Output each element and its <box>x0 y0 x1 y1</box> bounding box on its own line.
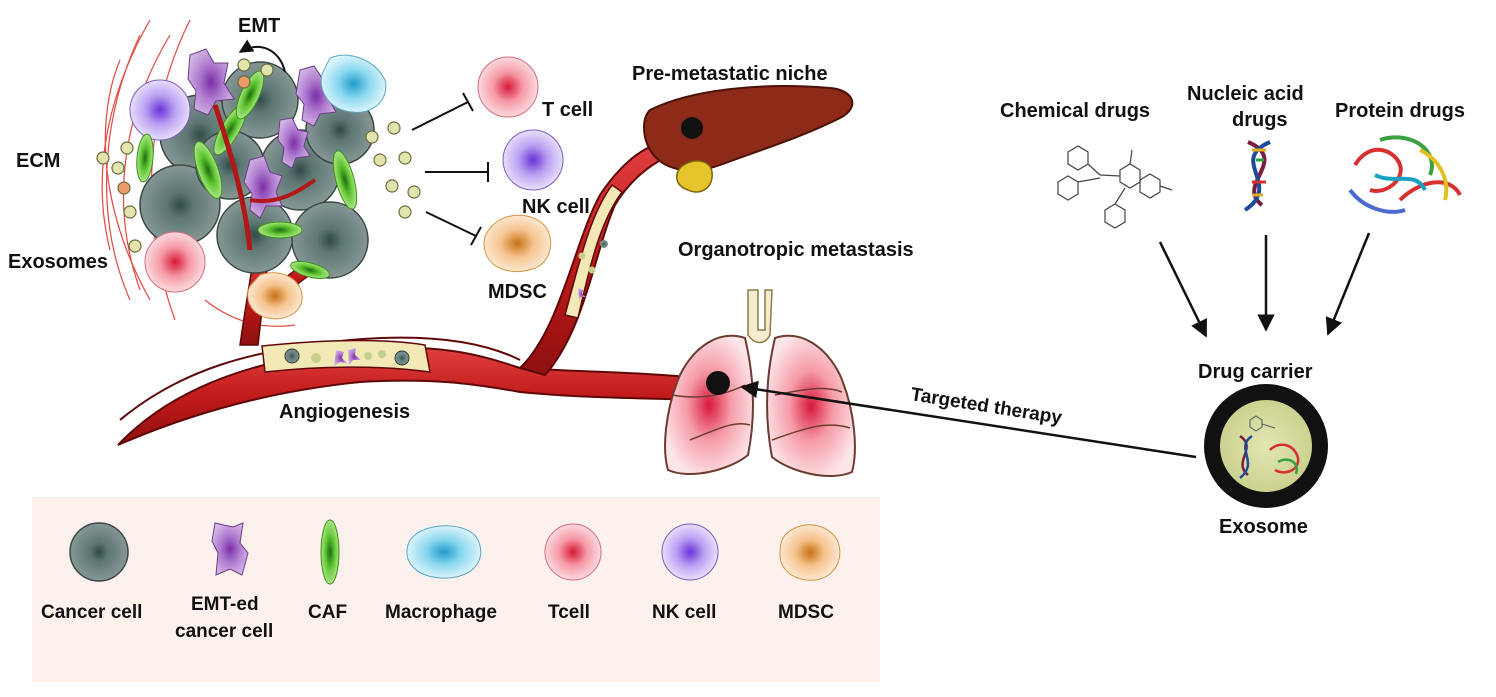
legend-label-cancer-cell: Cancer cell <box>41 602 142 623</box>
targeted-therapy-label: Targeted therapy <box>909 384 1064 429</box>
mdsc-icon <box>483 214 552 272</box>
tumor-mass <box>129 48 387 320</box>
legend-emt-cell-icon <box>211 522 249 576</box>
legend-macrophage-icon <box>406 525 482 579</box>
chemical-drug-icon <box>1057 145 1173 229</box>
legend-label-nk-cell: NK cell <box>652 602 716 623</box>
legend-label-caf: CAF <box>308 602 347 623</box>
legend-caf-icon <box>320 519 340 585</box>
t-cell-label: T cell <box>542 99 593 121</box>
legend-panel <box>32 497 880 682</box>
legend-label-emt-line2: cancer cell <box>175 621 273 642</box>
emt-arrow <box>238 39 286 73</box>
legend-label-tcell: Tcell <box>548 602 590 623</box>
nucleic-acid-label-line2: drugs <box>1232 109 1288 131</box>
chemical-drugs-label: Chemical drugs <box>1000 100 1150 122</box>
inhibition-lines <box>411 92 489 246</box>
pre-metastatic-niche-label: Pre-metastatic niche <box>632 63 828 85</box>
exosome-carrier-icon <box>1204 384 1328 508</box>
nk-cell-label: NK cell <box>522 196 590 218</box>
t-cell-icon <box>477 56 539 118</box>
legend-icons <box>69 519 841 585</box>
legend-t-cell-icon <box>544 523 602 581</box>
lungs-icon <box>664 289 856 478</box>
ecm-label: ECM <box>16 150 60 172</box>
legend-label-macrophage: Macrophage <box>385 602 497 623</box>
exosome-vesicles <box>96 58 421 253</box>
emt-label: EMT <box>238 15 280 37</box>
legend-cancer-cell-icon <box>69 522 129 582</box>
targeted-therapy-arrow <box>740 380 1197 459</box>
protein-drug-icon <box>1348 135 1462 214</box>
legend-label-mdsc: MDSC <box>778 602 834 623</box>
exosome-label: Exosome <box>1219 516 1308 538</box>
drug-arrows <box>1158 232 1371 338</box>
nucleic-acid-drug-icon <box>1243 140 1271 212</box>
legend-label-emt-line1: EMT-ed <box>191 594 259 615</box>
nk-cell-icon <box>502 129 564 191</box>
exosomes-label: Exosomes <box>8 251 108 273</box>
angiogenesis-label: Angiogenesis <box>279 401 410 423</box>
nucleic-acid-label-line1: Nucleic acid <box>1187 83 1304 105</box>
legend-nk-cell-icon <box>661 523 719 581</box>
drug-carrier-label: Drug carrier <box>1198 361 1313 383</box>
mdsc-label: MDSC <box>488 281 547 303</box>
protein-drugs-label: Protein drugs <box>1335 100 1465 122</box>
organotropic-metastasis-label: Organotropic metastasis <box>678 239 914 261</box>
legend-mdsc-icon <box>779 524 841 581</box>
liver-icon <box>643 85 854 193</box>
